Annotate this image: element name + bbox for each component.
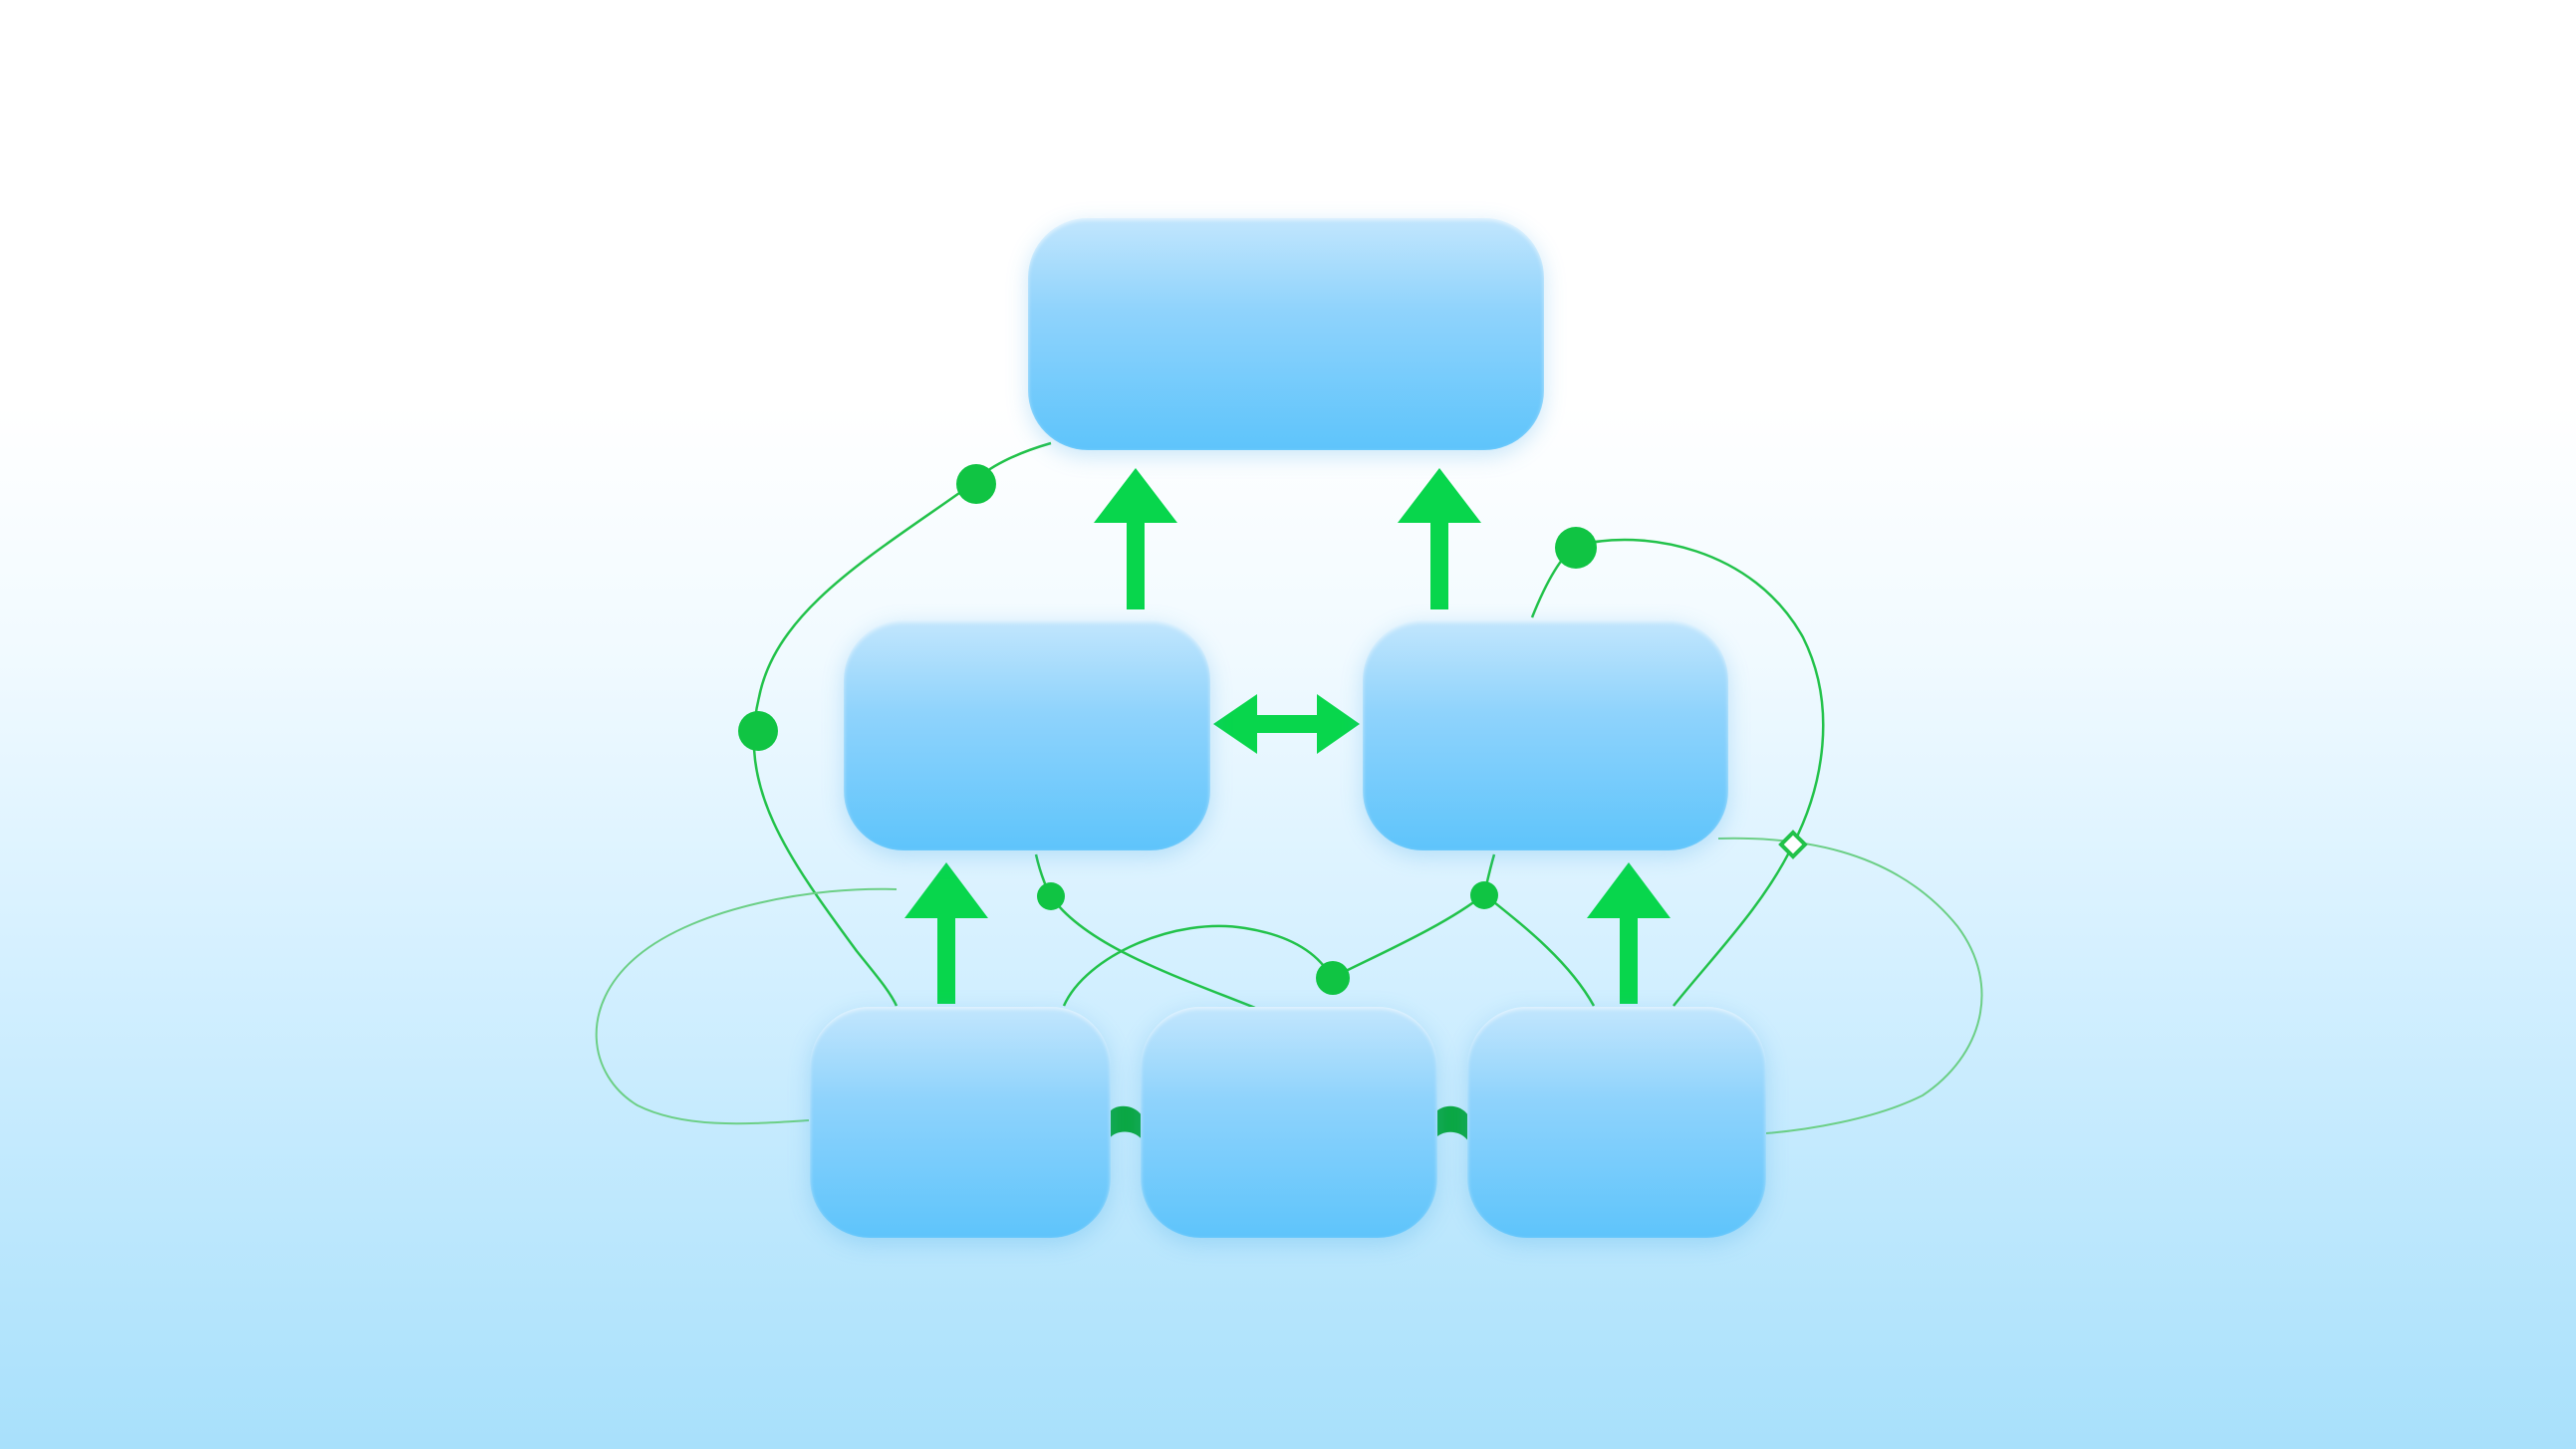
connector-midright-to-bottomcenter xyxy=(1331,853,1496,980)
connector-dots xyxy=(738,464,1597,995)
connector-midleft-to-bottomcenter xyxy=(1034,853,1256,1010)
bottom-links xyxy=(1109,1105,1468,1141)
connector-dot-2 xyxy=(738,711,778,751)
connector-dot-3 xyxy=(1555,527,1597,569)
outer-loop-connectors xyxy=(595,837,1983,1134)
node-mid-left xyxy=(844,620,1210,850)
node-mid-right xyxy=(1363,620,1728,850)
connector-midright-to-bottomright xyxy=(1483,893,1596,1007)
node-bottom-left xyxy=(810,1007,1111,1238)
arrows xyxy=(904,468,1671,1004)
node-top xyxy=(1028,218,1544,450)
node-bottom-center xyxy=(1141,1007,1437,1238)
connector-dot-4 xyxy=(1037,882,1065,910)
arrow-midright-to-top xyxy=(1398,468,1481,609)
connector-diamond-marker xyxy=(1778,830,1808,859)
arrow-bottomleft-to-midleft xyxy=(904,862,988,1004)
connector-right-outer-loop xyxy=(1717,837,1983,1134)
connector-dot-6 xyxy=(1316,961,1350,995)
arrow-midleft-to-top xyxy=(1094,468,1177,609)
link-bottomcenter-bottomright xyxy=(1434,1105,1468,1141)
connector-dot-1 xyxy=(956,464,996,504)
double-arrow-midleft-midright xyxy=(1213,694,1360,754)
arrow-bottomright-to-midright xyxy=(1587,862,1671,1004)
node-bottom-right xyxy=(1467,1007,1766,1238)
connector-dot-5 xyxy=(1470,881,1498,909)
connector-left-outer-loop xyxy=(595,887,898,1125)
link-bottomleft-bottomcenter xyxy=(1109,1105,1142,1139)
connector-bottomcenter-arc xyxy=(1062,924,1334,1007)
